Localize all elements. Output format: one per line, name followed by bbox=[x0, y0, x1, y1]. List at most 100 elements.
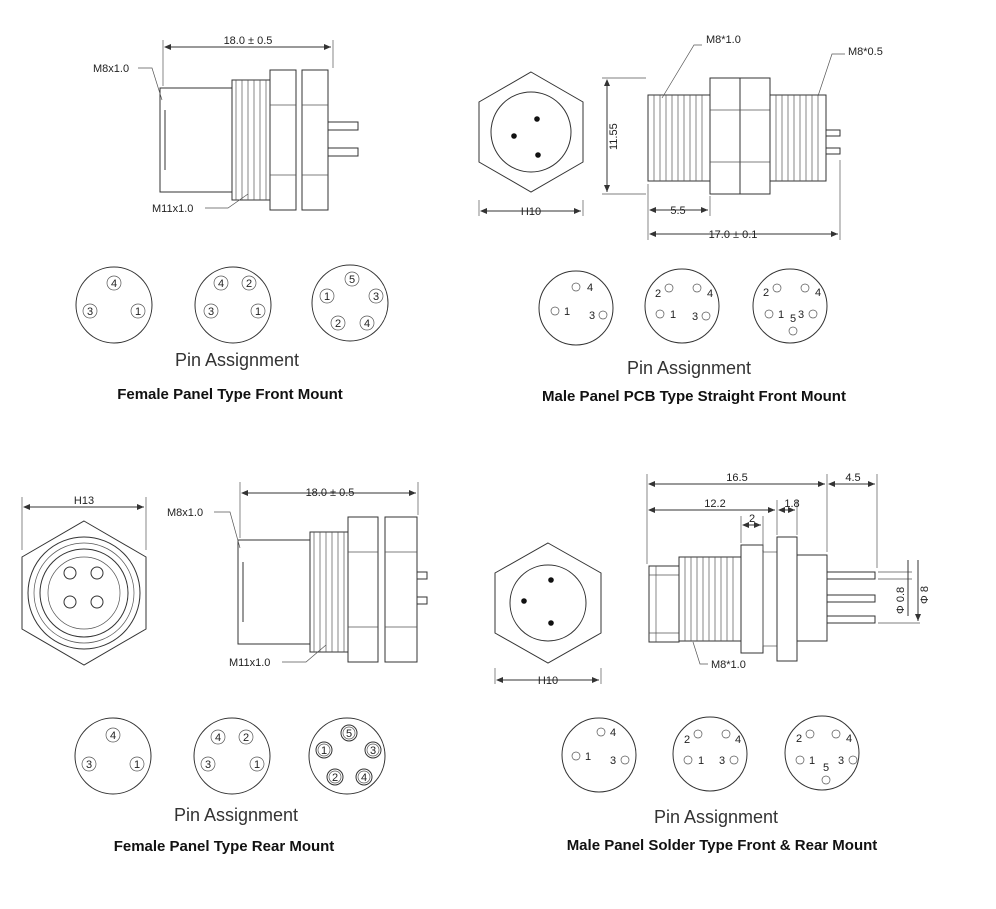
pin-layout-5: 5 1 3 2 4 bbox=[311, 264, 389, 342]
pin-layout-3: 4 3 1 bbox=[75, 266, 153, 344]
pin-number: 4 bbox=[707, 288, 713, 300]
pin-assignment-label: Pin Assignment bbox=[175, 350, 299, 370]
panel-male-pcb-straight: H10 11.55 5.5 17.0 ± 0.1 bbox=[478, 34, 883, 405]
panel-title: Female Panel Type Rear Mount bbox=[114, 838, 335, 855]
dim-hex: H10 bbox=[538, 675, 558, 687]
dim-overall-length: 17.0 ± 0.1 bbox=[709, 229, 758, 241]
pin-number: 1 bbox=[134, 759, 140, 771]
dim-height: 11.55 bbox=[608, 123, 620, 150]
dim-body-length: 12.2 bbox=[704, 498, 725, 510]
thread-panel-label: M11x1.0 bbox=[229, 657, 270, 669]
pin-layout-4: 2 4 1 3 bbox=[644, 268, 720, 344]
panel-female-front-mount: 18.0 ± 0.5 M8x1.0 M11x1.0 4 3 1 4 2 3 1 … bbox=[75, 35, 389, 403]
pin-layout-3: 4 1 3 bbox=[538, 270, 614, 346]
pin-number: 3 bbox=[208, 306, 214, 318]
pin-number: 4 bbox=[364, 318, 370, 330]
pin-number: 2 bbox=[684, 734, 690, 746]
pin-number: 4 bbox=[110, 730, 116, 742]
dim-overall-length: 18.0 ± 0.5 bbox=[224, 35, 273, 47]
pin-number: 1 bbox=[809, 755, 815, 767]
pin-number: 2 bbox=[655, 288, 661, 300]
pin-layout-3: 4 1 3 bbox=[561, 717, 637, 793]
pin-number: 3 bbox=[87, 306, 93, 318]
pin-number: 1 bbox=[321, 745, 327, 757]
thread-panel-label: M11x1.0 bbox=[152, 203, 193, 215]
pin-number: 1 bbox=[324, 291, 330, 303]
panel-female-rear-mount: H13 18.0 ± 0.5 M8x1.0 M11x1.0 bbox=[21, 482, 428, 855]
thread-front-label: M8*1.0 bbox=[706, 34, 741, 46]
male-pcb-hex-end-view: H10 bbox=[478, 71, 584, 218]
pin-number: 5 bbox=[346, 728, 352, 740]
pin-number: 5 bbox=[790, 313, 796, 325]
pin-number: 2 bbox=[243, 732, 249, 744]
pin-number: 5 bbox=[823, 762, 829, 774]
pin-number: 1 bbox=[585, 751, 591, 763]
pin-number: 3 bbox=[610, 755, 616, 767]
dim-hex: H13 bbox=[74, 495, 94, 507]
panel-title: Male Panel Solder Type Front & Rear Moun… bbox=[567, 837, 878, 854]
pin-number: 3 bbox=[838, 755, 844, 767]
pin-number: 2 bbox=[763, 287, 769, 299]
pin-number: 3 bbox=[86, 759, 92, 771]
dim-hex: H10 bbox=[521, 206, 541, 218]
panel-title: Male Panel PCB Type Straight Front Mount bbox=[542, 388, 846, 405]
pin-number: 1 bbox=[778, 309, 784, 321]
pin-number: 1 bbox=[254, 759, 260, 771]
male-solder-hex-end-view: H10 bbox=[494, 542, 602, 687]
pin-number: 4 bbox=[361, 772, 367, 784]
dim-pin-circle: Φ 8 bbox=[919, 586, 931, 604]
thread-body-label: M8x1.0 bbox=[167, 507, 203, 519]
pin-number: 1 bbox=[135, 306, 141, 318]
pin-layout-5: 5 1 3 2 4 bbox=[308, 717, 386, 795]
pin-layout-4: 2 4 1 3 bbox=[672, 716, 748, 792]
pin-number: 3 bbox=[692, 311, 698, 323]
dim-overall-length: 18.0 ± 0.5 bbox=[306, 487, 355, 499]
pin-number: 2 bbox=[796, 733, 802, 745]
pin-number: 3 bbox=[719, 755, 725, 767]
pin-number: 4 bbox=[111, 278, 117, 290]
pin-number: 4 bbox=[218, 278, 224, 290]
pin-layout-4: 4 2 3 1 bbox=[193, 717, 271, 795]
pin-number: 4 bbox=[735, 734, 741, 746]
pin-assignment-label: Pin Assignment bbox=[654, 807, 778, 827]
dim-tail-length: 4.5 bbox=[845, 472, 860, 484]
female-rear-side-view: 18.0 ± 0.5 M8x1.0 M11x1.0 bbox=[167, 482, 428, 669]
female-front-side-view: 18.0 ± 0.5 M8x1.0 M11x1.0 bbox=[93, 35, 359, 215]
pin-layout-5: 2 4 1 3 5 bbox=[784, 715, 860, 791]
pin-number: 1 bbox=[670, 309, 676, 321]
pin-layout-3: 4 3 1 bbox=[74, 717, 152, 795]
pin-number: 4 bbox=[846, 733, 852, 745]
male-pcb-side-view: 11.55 5.5 17.0 ± 0.1 M8*1.0 M8*0.5 bbox=[602, 34, 883, 241]
pin-number: 4 bbox=[215, 732, 221, 744]
dim-nut-width: 2 bbox=[749, 513, 755, 525]
pin-layout-5: 2 4 1 3 5 bbox=[752, 268, 828, 344]
dim-front: 5.5 bbox=[670, 205, 685, 217]
pin-number: 1 bbox=[564, 306, 570, 318]
dim-overall-length: 16.5 bbox=[726, 472, 747, 484]
panel-male-solder-front-rear: H10 16.5 4.5 bbox=[494, 472, 931, 854]
male-solder-side-view: 16.5 4.5 12.2 1.8 2 Φ 0.8 Φ 8 M8*1.0 bbox=[646, 472, 931, 671]
pin-number: 2 bbox=[335, 318, 341, 330]
thread-label: M8*1.0 bbox=[711, 659, 746, 671]
pin-number: 3 bbox=[205, 759, 211, 771]
panel-title: Female Panel Type Front Mount bbox=[117, 386, 343, 403]
pin-number: 1 bbox=[255, 306, 261, 318]
pin-number: 4 bbox=[610, 727, 616, 739]
pin-number: 1 bbox=[698, 755, 704, 767]
pin-layout-4: 4 2 3 1 bbox=[194, 266, 272, 344]
thread-body-label: M8x1.0 bbox=[93, 63, 129, 75]
pin-number: 2 bbox=[332, 772, 338, 784]
pin-number: 3 bbox=[370, 745, 376, 757]
female-rear-hex-end-view: H13 bbox=[21, 495, 147, 666]
pin-number: 5 bbox=[349, 274, 355, 286]
pin-number: 4 bbox=[815, 287, 821, 299]
pin-number: 3 bbox=[589, 310, 595, 322]
pin-number: 3 bbox=[798, 309, 804, 321]
pin-number: 2 bbox=[246, 278, 252, 290]
thread-rear-label: M8*0.5 bbox=[848, 46, 883, 58]
dim-pin-diameter: Φ 0.8 bbox=[895, 587, 907, 614]
pin-assignment-label: Pin Assignment bbox=[627, 358, 751, 378]
pin-number: 3 bbox=[373, 291, 379, 303]
dim-flange-thickness: 1.8 bbox=[784, 498, 799, 510]
